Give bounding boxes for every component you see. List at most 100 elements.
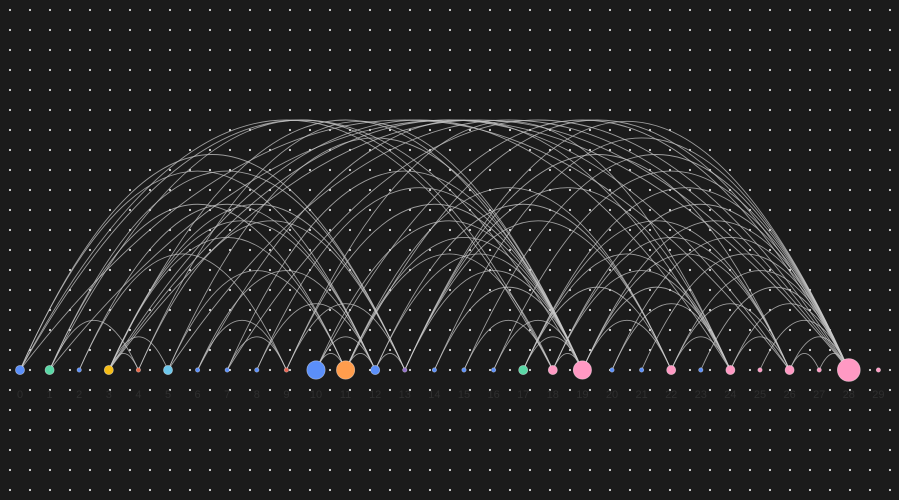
grid-dot xyxy=(328,268,332,272)
grid-dot xyxy=(168,188,172,192)
grid-dot xyxy=(828,148,832,152)
node-26[interactable] xyxy=(784,365,795,375)
node-6[interactable] xyxy=(195,367,201,373)
grid-dot xyxy=(848,108,852,112)
node-13[interactable] xyxy=(402,367,408,373)
grid-dot xyxy=(668,8,672,12)
grid-dot xyxy=(768,288,772,292)
grid-dot xyxy=(68,448,72,452)
grid-dot xyxy=(408,348,412,352)
grid-dot xyxy=(248,68,252,72)
node-5[interactable] xyxy=(163,365,173,375)
grid-dot xyxy=(768,88,772,92)
grid-dot xyxy=(548,248,552,252)
node-27[interactable] xyxy=(816,367,822,373)
grid-dot xyxy=(748,488,752,492)
node-17[interactable] xyxy=(518,365,529,375)
node-8[interactable] xyxy=(254,367,260,373)
node-11[interactable] xyxy=(336,360,356,380)
link-arc xyxy=(522,220,791,371)
link-arc xyxy=(108,336,169,371)
grid-dot xyxy=(348,488,352,492)
grid-dot xyxy=(388,228,392,232)
grid-dot xyxy=(208,488,212,492)
grid-dot xyxy=(268,88,272,92)
grid-dot xyxy=(288,388,292,392)
grid-dot xyxy=(168,488,172,492)
grid-dot xyxy=(568,188,572,192)
grid-dot xyxy=(748,8,752,12)
node-label: 23 xyxy=(695,389,707,401)
grid-dot xyxy=(28,88,32,92)
grid-dot xyxy=(168,28,172,32)
node-4[interactable] xyxy=(135,367,141,373)
grid-dot xyxy=(268,128,272,132)
grid-dot xyxy=(828,388,832,392)
grid-dot xyxy=(128,368,132,372)
grid-dot xyxy=(228,288,232,292)
node-18[interactable] xyxy=(547,365,558,375)
grid-dot xyxy=(688,168,692,172)
node-0[interactable] xyxy=(15,365,25,375)
grid-dot xyxy=(628,348,632,352)
grid-dot xyxy=(868,308,872,312)
grid-dot xyxy=(308,48,312,52)
grid-dot xyxy=(648,48,652,52)
grid-dot xyxy=(148,468,152,472)
node-25[interactable] xyxy=(757,367,763,373)
node-21[interactable] xyxy=(639,367,645,373)
node-10[interactable] xyxy=(306,360,326,380)
node-28[interactable] xyxy=(836,358,861,382)
grid-dot xyxy=(888,108,892,112)
grid-dot xyxy=(308,8,312,12)
grid-dot xyxy=(588,328,592,332)
grid-dot xyxy=(308,428,312,432)
node-12[interactable] xyxy=(370,365,381,375)
grid-dot xyxy=(868,288,872,292)
link-arc xyxy=(581,286,731,371)
grid-dot xyxy=(868,468,872,472)
node-9[interactable] xyxy=(283,367,289,373)
node-23[interactable] xyxy=(698,367,704,373)
node-29[interactable] xyxy=(875,367,881,373)
grid-dot xyxy=(728,408,732,412)
node-15[interactable] xyxy=(461,367,467,373)
node-24[interactable] xyxy=(725,365,736,375)
grid-dot xyxy=(208,88,212,92)
grid-dot xyxy=(568,68,572,72)
grid-dot xyxy=(8,348,12,352)
node-22[interactable] xyxy=(666,365,677,375)
grid-dot xyxy=(428,88,432,92)
grid-dot xyxy=(528,408,532,412)
node-14[interactable] xyxy=(431,367,437,373)
node-19[interactable] xyxy=(572,360,592,380)
grid-dot xyxy=(308,468,312,472)
grid-dot xyxy=(608,308,612,312)
grid-dot xyxy=(768,248,772,252)
node-7[interactable] xyxy=(224,367,230,373)
grid-dot xyxy=(688,28,692,32)
node-20[interactable] xyxy=(609,367,615,373)
grid-dot xyxy=(528,108,532,112)
link-arc xyxy=(226,170,583,371)
grid-dot xyxy=(268,448,272,452)
grid-dot xyxy=(788,328,792,332)
grid-dot xyxy=(668,408,672,412)
grid-dot xyxy=(288,468,292,472)
grid-dot xyxy=(568,208,572,212)
node-1[interactable] xyxy=(44,365,55,375)
node-2[interactable] xyxy=(76,367,82,373)
grid-dot xyxy=(308,288,312,292)
grid-dot xyxy=(208,348,212,352)
grid-dot xyxy=(888,128,892,132)
grid-dot xyxy=(188,88,192,92)
grid-dot xyxy=(8,428,12,432)
grid-dot xyxy=(628,408,632,412)
node-3[interactable] xyxy=(103,365,114,375)
node-16[interactable] xyxy=(491,367,497,373)
link-arc xyxy=(285,120,731,371)
grid-dot xyxy=(108,208,112,212)
grid-dot xyxy=(808,328,812,332)
grid-dot xyxy=(808,208,812,212)
